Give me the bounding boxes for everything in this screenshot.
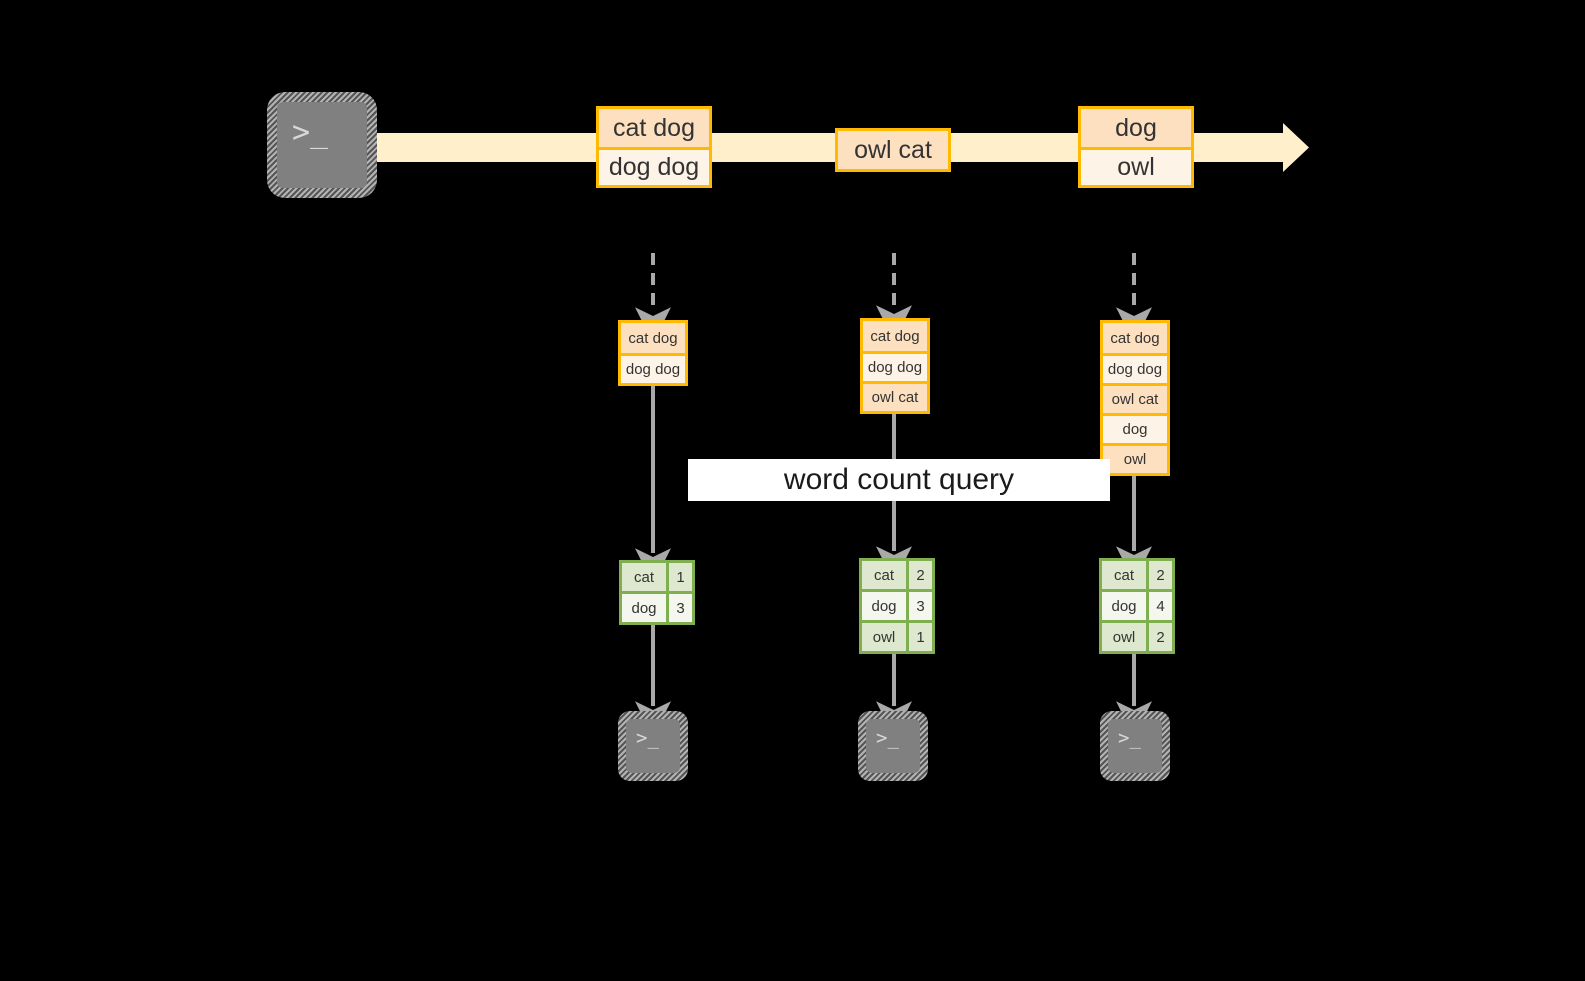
- source-terminal[interactable]: >_: [267, 92, 377, 198]
- snapshot-3-input-line-4: dog: [1103, 413, 1167, 443]
- result-count: 2: [906, 561, 932, 589]
- result-word: dog: [1102, 592, 1146, 620]
- snapshot-3-sink-terminal[interactable]: >_: [1100, 711, 1170, 781]
- table-row: dog 4: [1102, 589, 1172, 620]
- snapshot-2-input-line-1: cat dog: [863, 321, 927, 351]
- snapshot-2-input-line-3: owl cat: [863, 381, 927, 411]
- table-row: dog 3: [622, 591, 692, 622]
- stream-event-1[interactable]: cat dog dog dog: [596, 106, 712, 188]
- snapshot-1-input-line-2: dog dog: [621, 353, 685, 383]
- stream-event-3-line-2: owl: [1081, 147, 1191, 185]
- result-word: dog: [622, 594, 666, 622]
- terminal-prompt-icon: >_: [866, 719, 920, 773]
- stream-event-3-line-1: dog: [1081, 109, 1191, 147]
- snapshot-1-input-line-1: cat dog: [621, 323, 685, 353]
- query-label: word count query: [688, 459, 1110, 501]
- table-row: cat 2: [1102, 561, 1172, 589]
- stream-arrowhead-icon: [1241, 123, 1309, 172]
- terminal-prompt-icon: >_: [277, 102, 367, 188]
- source-terminal-prompt: >_: [292, 115, 329, 150]
- result-count: 2: [1146, 561, 1172, 589]
- result-word: dog: [862, 592, 906, 620]
- snapshot-1-sink-terminal[interactable]: >_: [618, 711, 688, 781]
- result-count: 4: [1146, 592, 1172, 620]
- result-word: cat: [862, 561, 906, 589]
- result-word: owl: [862, 623, 906, 651]
- sink-terminal-prompt: >_: [1118, 727, 1141, 749]
- table-row: dog 3: [862, 589, 932, 620]
- snapshot-3-input[interactable]: cat dog dog dog owl cat dog owl: [1100, 320, 1170, 476]
- terminal-prompt-icon: >_: [1108, 719, 1162, 773]
- result-count: 3: [666, 594, 692, 622]
- snapshot-2-input[interactable]: cat dog dog dog owl cat: [860, 318, 930, 414]
- snapshot-3-input-line-5: owl: [1103, 443, 1167, 473]
- terminal-screen: [277, 102, 367, 188]
- snapshot-3-input-line-3: owl cat: [1103, 383, 1167, 413]
- table-row: owl 1: [862, 620, 932, 651]
- stream-event-2-line-1: owl cat: [838, 131, 948, 169]
- terminal-prompt-icon: >_: [626, 719, 680, 773]
- snapshot-1-result-table[interactable]: cat 1 dog 3: [619, 560, 695, 625]
- snapshot-2-result-table[interactable]: cat 2 dog 3 owl 1: [859, 558, 935, 654]
- result-word: cat: [1102, 561, 1146, 589]
- terminal-screen: [626, 719, 680, 773]
- snapshot-2-sink-terminal[interactable]: >_: [858, 711, 928, 781]
- result-word: cat: [622, 563, 666, 591]
- snapshot-2-input-line-2: dog dog: [863, 351, 927, 381]
- snapshot-3-input-line-2: dog dog: [1103, 353, 1167, 383]
- table-row: cat 2: [862, 561, 932, 589]
- result-count: 1: [906, 623, 932, 651]
- sink-terminal-prompt: >_: [636, 727, 659, 749]
- result-count: 1: [666, 563, 692, 591]
- table-row: owl 2: [1102, 620, 1172, 651]
- stream-event-1-line-1: cat dog: [599, 109, 709, 147]
- terminal-screen: [1108, 719, 1162, 773]
- result-count: 2: [1146, 623, 1172, 651]
- sink-terminal-prompt: >_: [876, 727, 899, 749]
- result-count: 3: [906, 592, 932, 620]
- snapshot-3-result-table[interactable]: cat 2 dog 4 owl 2: [1099, 558, 1175, 654]
- table-row: cat 1: [622, 563, 692, 591]
- snapshot-1-input[interactable]: cat dog dog dog: [618, 320, 688, 386]
- stream-event-1-line-2: dog dog: [599, 147, 709, 185]
- stream-event-3[interactable]: dog owl: [1078, 106, 1194, 188]
- stream-event-2[interactable]: owl cat: [835, 128, 951, 172]
- snapshot-3-input-line-1: cat dog: [1103, 323, 1167, 353]
- terminal-screen: [866, 719, 920, 773]
- result-word: owl: [1102, 623, 1146, 651]
